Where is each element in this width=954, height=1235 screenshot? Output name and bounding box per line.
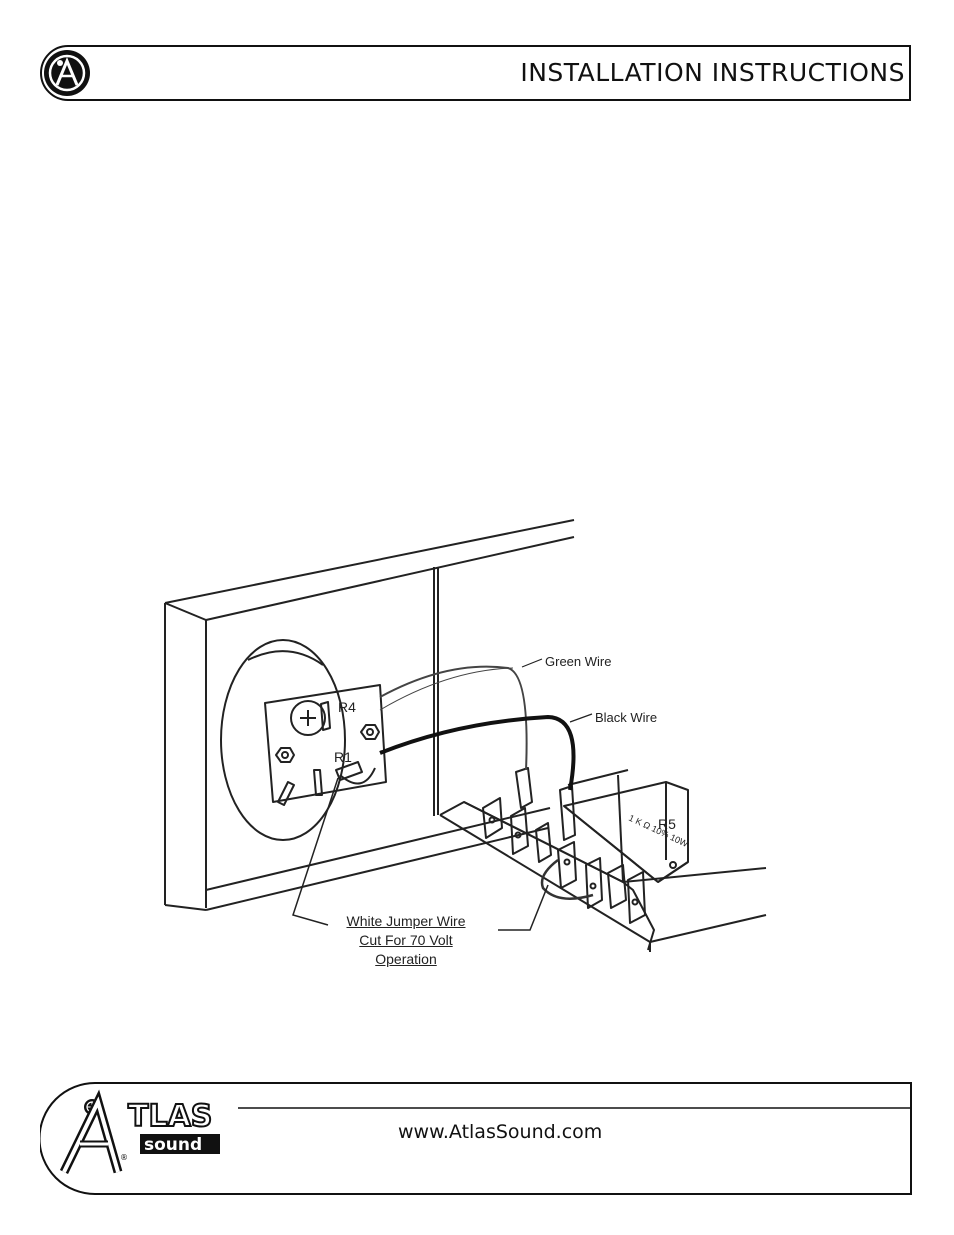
svg-text:TLAS: TLAS (128, 1099, 212, 1134)
green-wire-label: Green Wire (545, 654, 612, 669)
black-wire-label: Black Wire (595, 710, 658, 725)
atlas-logo-icon (44, 50, 90, 96)
jumper-label-line1: White Jumper Wire (346, 913, 466, 929)
svg-text:sound: sound (144, 1135, 202, 1155)
header-frame (40, 45, 911, 101)
footer-frame: TLAS sound ® (40, 1082, 912, 1195)
website-link[interactable]: www.AtlasSound.com (398, 1121, 603, 1143)
r4-label: R4 (338, 699, 356, 715)
jumper-label-line2: Cut For 70 Volt (359, 932, 453, 948)
atlas-sound-logo: TLAS sound ® (59, 1089, 220, 1174)
page-title: INSTALLATION INSTRUCTIONS (520, 58, 905, 87)
jumper-wire-callout: White Jumper Wire Cut For 70 Volt Operat… (318, 912, 494, 969)
jumper-label-line3: Operation (375, 951, 437, 967)
r5-label: R5 (658, 816, 676, 832)
svg-text:®: ® (120, 1153, 128, 1162)
wiring-diagram: 1 K Ω 10% 10W (164, 519, 767, 952)
r1-label: R1 (334, 749, 352, 765)
